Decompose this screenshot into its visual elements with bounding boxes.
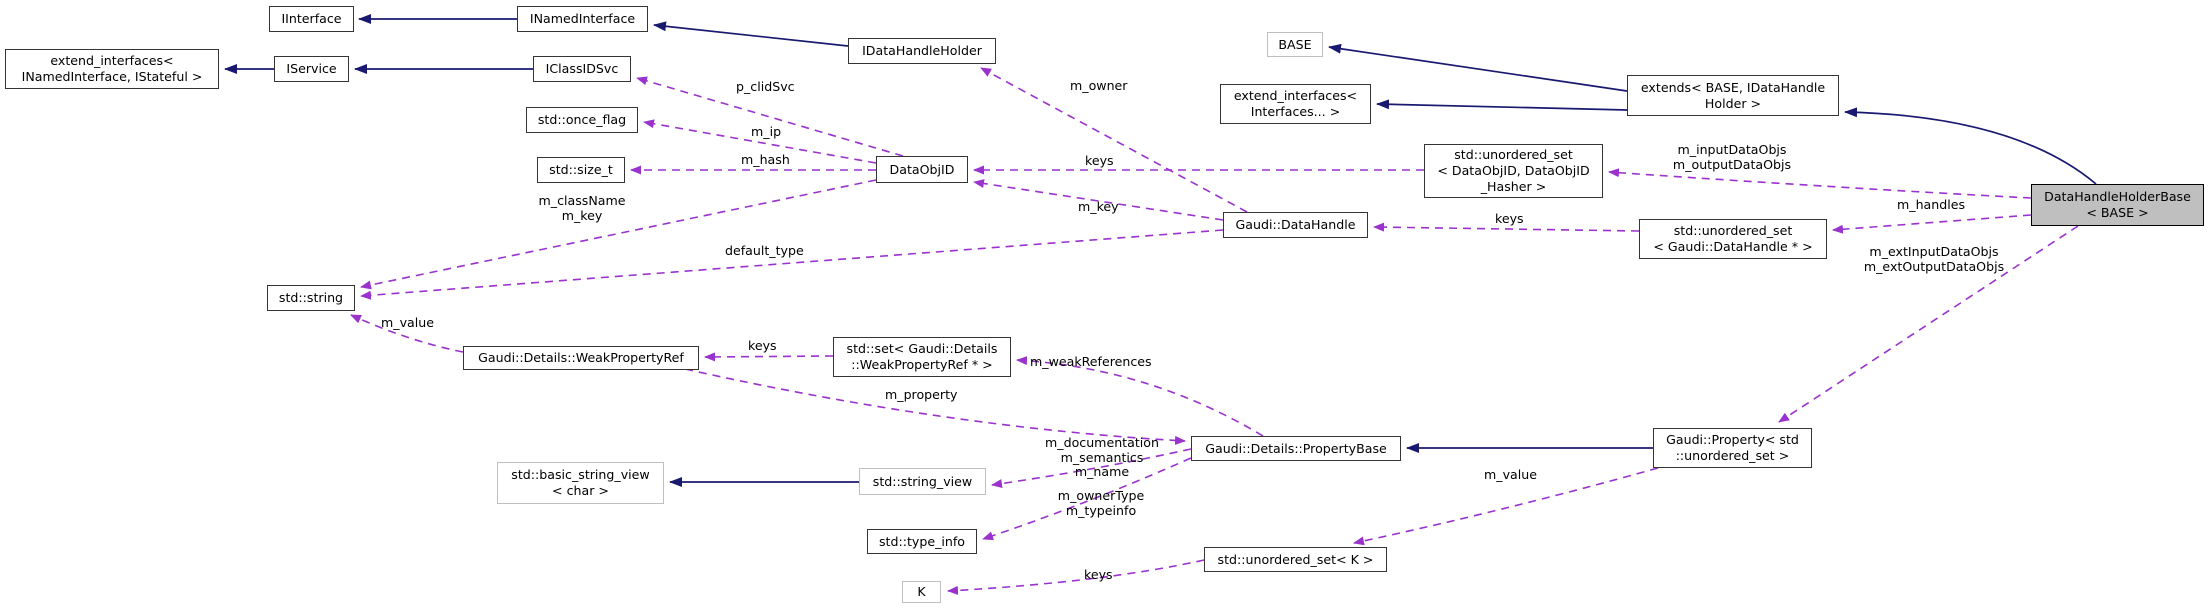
edge-label-m-hash: m_hash <box>741 152 790 167</box>
node-type-info[interactable]: std::type_info <box>867 529 977 554</box>
node-extend-interfaces-variadic[interactable]: extend_interfaces< Interfaces... > <box>1220 84 1371 124</box>
edge-label-keys-dataobjid: keys <box>1085 153 1114 168</box>
node-string-view[interactable]: std::string_view <box>859 468 986 495</box>
node-inamedinterface[interactable]: INamedInterface <box>517 6 648 32</box>
node-propertybase[interactable]: Gaudi::Details::PropertyBase <box>1191 436 1401 461</box>
node-base[interactable]: BASE <box>1267 32 1323 57</box>
node-iclassidsvc[interactable]: IClassIDSvc <box>533 56 631 82</box>
edge-dhhb-to-usetdataobjid <box>1608 168 2032 199</box>
node-iinterface[interactable]: IInterface <box>269 6 354 32</box>
edge-dhhb-to-extends <box>1844 107 2097 185</box>
node-basic-string-view[interactable]: std::basic_string_view < char > <box>497 462 664 504</box>
edge-extends-to-extend-interfaces-variadic <box>1376 99 1628 111</box>
edge-label-m-owner: m_owner <box>1070 78 1128 93</box>
node-gaudi-property[interactable]: Gaudi::Property< std ::unordered_set > <box>1653 428 1812 468</box>
node-extend-interfaces-stateful[interactable]: extend_interfaces< INamedInterface, ISta… <box>5 49 219 89</box>
node-std-once-flag[interactable]: std::once_flag <box>526 107 638 133</box>
edge-propertybase-to-typeinfo <box>982 457 1192 541</box>
node-idatahandleholder[interactable]: IDataHandleHolder <box>848 38 996 64</box>
edge-label-m-property: m_property <box>885 387 958 402</box>
edge-label-default-type: default_type <box>725 243 804 258</box>
edge-datahandle-to-idatahandleholder <box>980 67 1248 213</box>
edge-dhhb-to-usetdatahandle <box>1832 214 2032 234</box>
edge-datahandle-to-string-defaulttype <box>360 229 1224 300</box>
edge-dhhb-to-property <box>1778 225 2079 423</box>
edge-label-m-value-weak: m_value <box>381 315 434 330</box>
node-gaudi-datahandle[interactable]: Gaudi::DataHandle <box>1223 212 1368 238</box>
edge-weakpropertyref-to-propertybase <box>684 368 1186 445</box>
edge-label-m-weakreferences: m_weakReferences <box>1030 354 1152 369</box>
node-extends[interactable]: extends< BASE, IDataHandle Holder > <box>1627 75 1839 116</box>
node-unordered-set-dataobjid[interactable]: std::unordered_set < DataObjID, DataObjI… <box>1424 144 1603 198</box>
edge-dataobjid-to-string <box>360 179 877 290</box>
edge-label-m-ext-input-output-dataobjs: m_extInputDataObjs m_extOutputDataObjs <box>1863 244 2005 274</box>
edge-label-m-key: m_key <box>1078 199 1119 214</box>
edge-label-m-ownertype-typeinfo: m_ownerType m_typeinfo <box>1057 488 1145 518</box>
node-iservice[interactable]: IService <box>274 56 349 82</box>
edge-propertybase-to-stringview <box>991 448 1192 489</box>
edge-label-m-value-property: m_value <box>1484 467 1537 482</box>
edge-label-m-handles: m_handles <box>1897 197 1966 212</box>
edge-dataobjid-to-onceflag <box>643 119 877 164</box>
edge-label-p-clidsvc: p_clidSvc <box>736 79 795 94</box>
node-set-weakpropertyref[interactable]: std::set< Gaudi::Details ::WeakPropertyR… <box>833 337 1011 377</box>
edge-weakpropertyref-to-string <box>350 314 464 353</box>
node-unordered-set-datahandle[interactable]: std::unordered_set < Gaudi::DataHandle *… <box>1639 219 1827 259</box>
node-std-size-t[interactable]: std::size_t <box>537 157 625 183</box>
edge-label-m-classname-m-key: m_className m_key <box>538 193 626 223</box>
edge-property-to-usetk <box>1353 467 1659 546</box>
edge-label-m-input-output-dataobjs: m_inputDataObjs m_outputDataObjs <box>1672 142 1792 172</box>
edge-label-keys-weak: keys <box>748 338 777 353</box>
edge-extends-to-base <box>1328 43 1628 92</box>
edge-label-keys-k: keys <box>1084 567 1113 582</box>
edge-propertybase-to-setweak <box>1016 356 1264 437</box>
edge-label-m-documentation-semantics-name: m_documentation m_semantics m_name <box>1045 435 1159 479</box>
edge-label-keys-datahandle: keys <box>1495 211 1524 226</box>
edge-idatahandleholder-to-inamedinterface <box>653 21 849 47</box>
node-k[interactable]: K <box>902 581 941 603</box>
edge-dataobjid-to-iclassidsvc <box>636 76 904 157</box>
node-std-string[interactable]: std::string <box>267 285 355 311</box>
node-weakpropertyref[interactable]: Gaudi::Details::WeakPropertyRef <box>463 346 699 370</box>
edge-usetdatahandle-to-datahandle <box>1373 222 1640 232</box>
edge-setweak-to-weakpropertyref <box>704 352 834 362</box>
node-unordered-set-k[interactable]: std::unordered_set< K > <box>1204 547 1387 572</box>
node-datahandleholderbase[interactable]: DataHandleHolderBase < BASE > <box>2031 184 2204 226</box>
node-dataobjid[interactable]: DataObjID <box>876 156 968 183</box>
edge-usetk-to-k <box>947 559 1205 595</box>
edge-label-m-ip: m_ip <box>751 124 782 139</box>
